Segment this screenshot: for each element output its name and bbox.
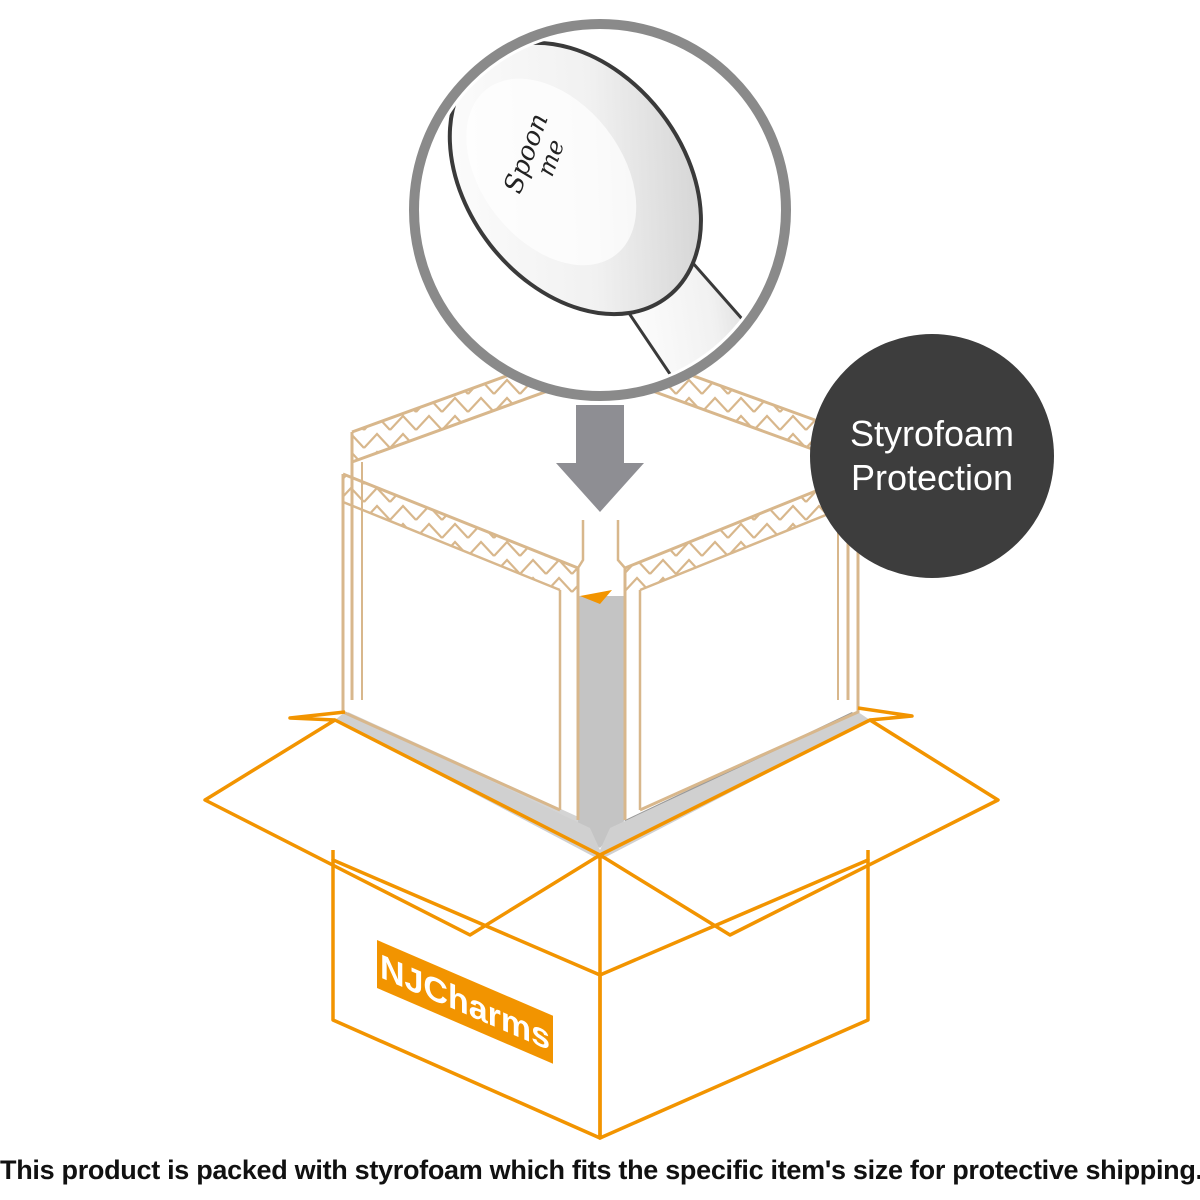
box-right-flap [598, 718, 1000, 937]
styrofoam-center-slot [576, 520, 626, 604]
styrofoam-right-panel [623, 472, 860, 820]
spoon-magnifier: Spoon me [409, 19, 791, 401]
shipping-box [203, 706, 1000, 1140]
box-back-right-flap [857, 706, 914, 722]
box-interior [335, 596, 870, 860]
badge-line1: Styrofoam [850, 413, 1014, 454]
badge-line2: Protection [851, 457, 1013, 498]
caption-text: This product is packed with styrofoam wh… [0, 1155, 1200, 1185]
styrofoam-protection-badge: Styrofoam Protection [810, 334, 1054, 578]
down-arrow-icon [556, 405, 644, 512]
box-back-left-flap [288, 710, 346, 722]
brand-label: NJCharms [377, 940, 553, 1064]
brand-label-text: NJCharms [380, 947, 550, 1058]
box-front-right-face [598, 858, 870, 1140]
